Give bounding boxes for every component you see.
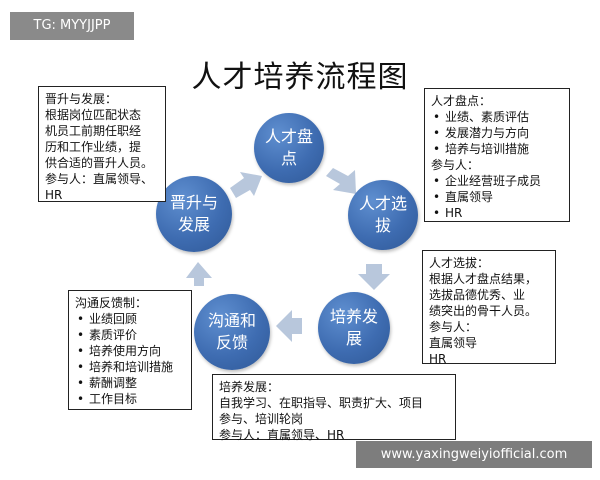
arrow-selection-to-training xyxy=(358,264,390,290)
tg-badge: TG: MYYJJPP xyxy=(10,12,134,40)
training-info-box: 培养发展： 自我学习、在职指导、职责扩大、项目 参与、培训轮岗 参与人：直属领导… xyxy=(212,374,456,442)
node-talent-inventory-line1: 人才盘 xyxy=(264,127,313,146)
selection-box-line: 根据人才盘点结果， xyxy=(429,272,538,286)
inventory-info-box: 人才盘点： 业绩、素质评估 发展潜力与方向 培养与培训措施 参与人： 企业经营班… xyxy=(424,88,570,222)
arrow-inventory-to-selection xyxy=(326,168,356,194)
promotion-info-box: 晋升与发展： 根据岗位匹配状态 机员工前期任职经 历和工作业绩，提 供合适的晋升… xyxy=(38,86,166,202)
node-training-development: 培养发展 xyxy=(318,292,390,364)
feedback-bullet: 业绩回顾 xyxy=(75,311,185,327)
training-box-heading: 培养发展： xyxy=(219,380,280,394)
arrow-promotion-to-inventory xyxy=(230,172,262,198)
selection-box-line: 选拔品德优秀、业 xyxy=(429,288,526,302)
node-talent-selection: 人才选拔 xyxy=(348,180,418,250)
inventory-bullet: 发展潜力与方向 xyxy=(431,125,563,141)
promotion-box-line: 历和工作业绩，提 xyxy=(45,140,142,154)
node-talent-inventory: 人才盘点 xyxy=(254,113,324,183)
node-communication-feedback: 沟通和反馈 xyxy=(194,294,270,370)
training-box-line: 自我学习、在职指导、职责扩大、项目 xyxy=(219,396,424,410)
arrow-feedback-to-promotion xyxy=(186,262,212,286)
promotion-box-line: 供合适的晋升人员。 xyxy=(45,156,154,170)
inventory-participants-label: 参与人： xyxy=(431,158,480,172)
feedback-bullets: 业绩回顾 素质评价 培养使用方向 培养和培训措施 薪酬调整 工作目标 xyxy=(75,311,185,407)
node-communication-feedback-line2: 反馈 xyxy=(215,333,248,352)
feedback-bullet: 薪酬调整 xyxy=(75,375,185,391)
inventory-bullets: 业绩、素质评估 发展潜力与方向 培养与培训措施 xyxy=(431,109,563,157)
arrow-training-to-feedback xyxy=(276,310,302,342)
watermark: www.yaxingweiyiofficial.com xyxy=(356,441,592,468)
selection-box-line: 直属领导 xyxy=(429,336,478,350)
promotion-box-line: HR xyxy=(45,188,63,202)
inventory-box-heading: 人才盘点： xyxy=(431,94,492,108)
inventory-participant: HR xyxy=(431,205,563,221)
node-training-development-line1: 培养发 xyxy=(329,307,378,326)
feedback-bullet: 培养使用方向 xyxy=(75,343,185,359)
inventory-participant: 企业经营班子成员 xyxy=(431,173,563,189)
inventory-participants: 企业经营班子成员 直属领导 HR xyxy=(431,173,563,221)
node-training-development-line2: 展 xyxy=(345,329,362,348)
promotion-box-line: 根据岗位匹配状态 xyxy=(45,108,142,122)
promotion-box-heading: 晋升与发展： xyxy=(45,92,118,106)
selection-box-line: 绩突出的骨干人员。 xyxy=(429,304,538,318)
promotion-box-line: 参与人：直属领导、 xyxy=(45,172,154,186)
feedback-bullet: 工作目标 xyxy=(75,391,185,407)
node-talent-selection-line1: 人才选 xyxy=(358,194,407,213)
node-promotion-development: 晋升与发展 xyxy=(156,176,232,252)
promotion-box-line: 机员工前期任职经 xyxy=(45,124,142,138)
feedback-bullet: 素质评价 xyxy=(75,327,185,343)
inventory-bullet: 培养与培训措施 xyxy=(431,141,563,157)
node-talent-selection-line2: 拔 xyxy=(374,216,391,235)
inventory-participant: 直属领导 xyxy=(431,189,563,205)
selection-box-heading: 人才选拔： xyxy=(429,256,490,270)
inventory-bullet: 业绩、素质评估 xyxy=(431,109,563,125)
node-promotion-development-line1: 晋升与 xyxy=(169,193,218,212)
node-communication-feedback-line1: 沟通和 xyxy=(207,311,256,330)
feedback-bullet: 培养和培训措施 xyxy=(75,359,185,375)
selection-info-box: 人才选拔： 根据人才盘点结果， 选拔品德优秀、业 绩突出的骨干人员。 参与人： … xyxy=(422,250,556,366)
selection-box-line: HR xyxy=(429,352,447,366)
diagram-title: 人才培养流程图 xyxy=(191,60,409,95)
training-box-line: 参与、培训轮岗 xyxy=(219,412,304,426)
node-talent-inventory-line2: 点 xyxy=(280,149,297,168)
feedback-box-heading: 沟通反馈制： xyxy=(75,296,148,310)
node-promotion-development-line2: 发展 xyxy=(177,215,210,234)
selection-box-line: 参与人： xyxy=(429,320,478,334)
feedback-info-box: 沟通反馈制： 业绩回顾 素质评价 培养使用方向 培养和培训措施 薪酬调整 工作目… xyxy=(68,290,192,410)
training-box-line: 参与人：直属领导、HR xyxy=(219,428,345,442)
